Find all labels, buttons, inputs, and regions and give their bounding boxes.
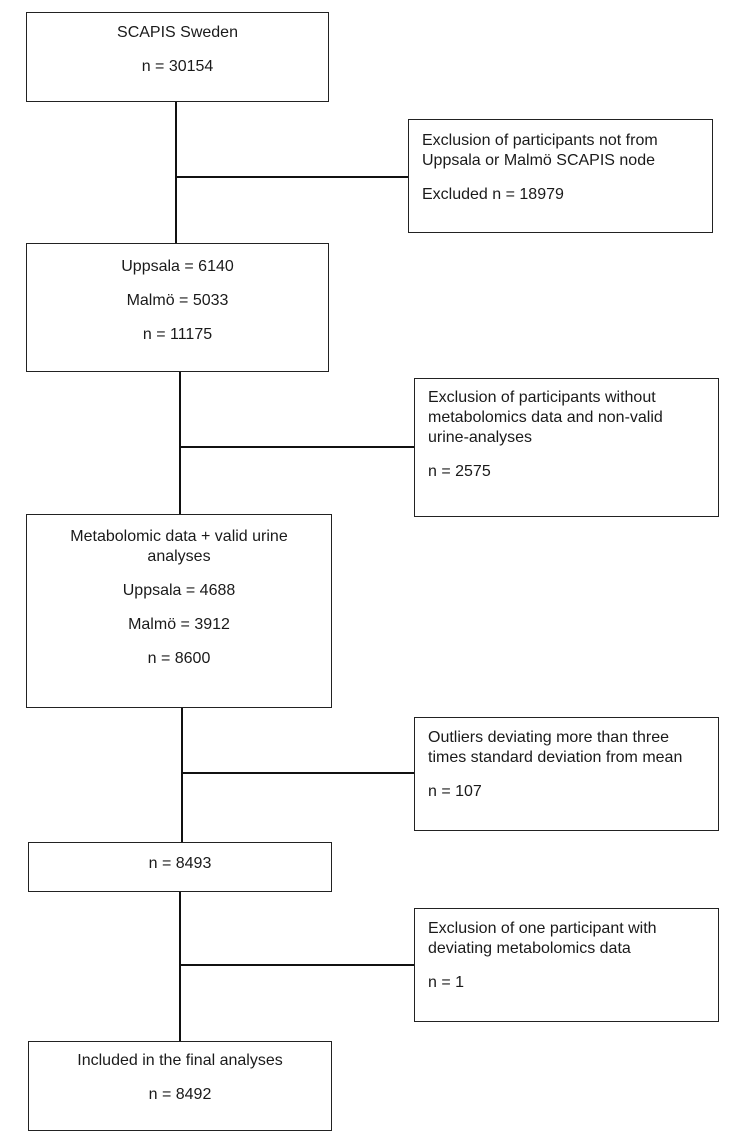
exclusion-box-node-text-2: Uppsala or Malmö SCAPIS node [422,152,655,169]
connector-vertical-1 [175,101,177,244]
exclusion-box-deviating: Exclusion of one participant with deviat… [414,908,719,1022]
box-scapis-sweden: SCAPIS Sweden n = 30154 [26,12,329,102]
connector-vertical-2 [179,371,181,514]
exclusion-box-deviating-count: n = 1 [428,974,465,991]
connector-vertical-3 [181,707,183,842]
connector-branch-4 [179,964,415,966]
box-final-analyses-count: n = 8492 [148,1086,212,1103]
exclusion-box-node-text-1: Exclusion of participants not from [422,132,658,149]
box-uppsala-malmo-uppsala: Uppsala = 6140 [121,258,234,275]
exclusion-box-metabolomics-text-3: urine-analyses [428,429,533,446]
box-uppsala-malmo-malmo: Malmö = 5033 [126,292,229,309]
exclusion-box-deviating-text-2: deviating metabolomics data [428,940,631,957]
connector-branch-2 [179,446,415,448]
box-scapis-sweden-title: SCAPIS Sweden [117,24,238,41]
connector-vertical-4 [179,891,181,1041]
exclusion-box-metabolomics-text-2: metabolomics data and non-valid [428,409,663,426]
exclusion-box-deviating-text-1: Exclusion of one participant with [428,920,657,937]
box-uppsala-malmo-count: n = 11175 [142,326,213,343]
exclusion-box-node: Exclusion of participants not from Uppsa… [408,119,713,233]
exclusion-box-outliers-count: n = 107 [428,783,482,800]
exclusion-box-metabolomics-text-1: Exclusion of participants without [428,389,656,406]
box-metabolomic-data-uppsala: Uppsala = 4688 [122,582,236,599]
box-metabolomic-data-malmo: Malmö = 3912 [128,616,230,633]
box-metabolomic-data-count: n = 8600 [147,650,211,667]
exclusion-box-outliers-text-2: times standard deviation from mean [428,749,683,766]
box-final-analyses-title: Included in the final analyses [77,1052,283,1069]
box-after-outliers: n = 8493 [28,842,332,892]
connector-branch-1 [175,176,409,178]
exclusion-box-node-count: Excluded n = 18979 [422,186,564,203]
box-metabolomic-data: Metabolomic data + valid urine analyses … [26,514,332,708]
exclusion-box-outliers-text-1: Outliers deviating more than three [428,729,670,746]
box-metabolomic-data-title-1: Metabolomic data + valid urine [70,528,288,545]
exclusion-box-outliers: Outliers deviating more than three times… [414,717,719,831]
box-final-analyses: Included in the final analyses n = 8492 [28,1041,332,1131]
box-uppsala-malmo: Uppsala = 6140 Malmö = 5033 n = 11175 [26,243,329,372]
connector-branch-3 [181,772,415,774]
box-scapis-sweden-count: n = 30154 [141,58,214,75]
exclusion-box-metabolomics: Exclusion of participants without metabo… [414,378,719,517]
exclusion-box-metabolomics-count: n = 2575 [428,463,491,480]
box-metabolomic-data-title-2: analyses [147,548,211,565]
box-after-outliers-count: n = 8493 [148,855,212,872]
